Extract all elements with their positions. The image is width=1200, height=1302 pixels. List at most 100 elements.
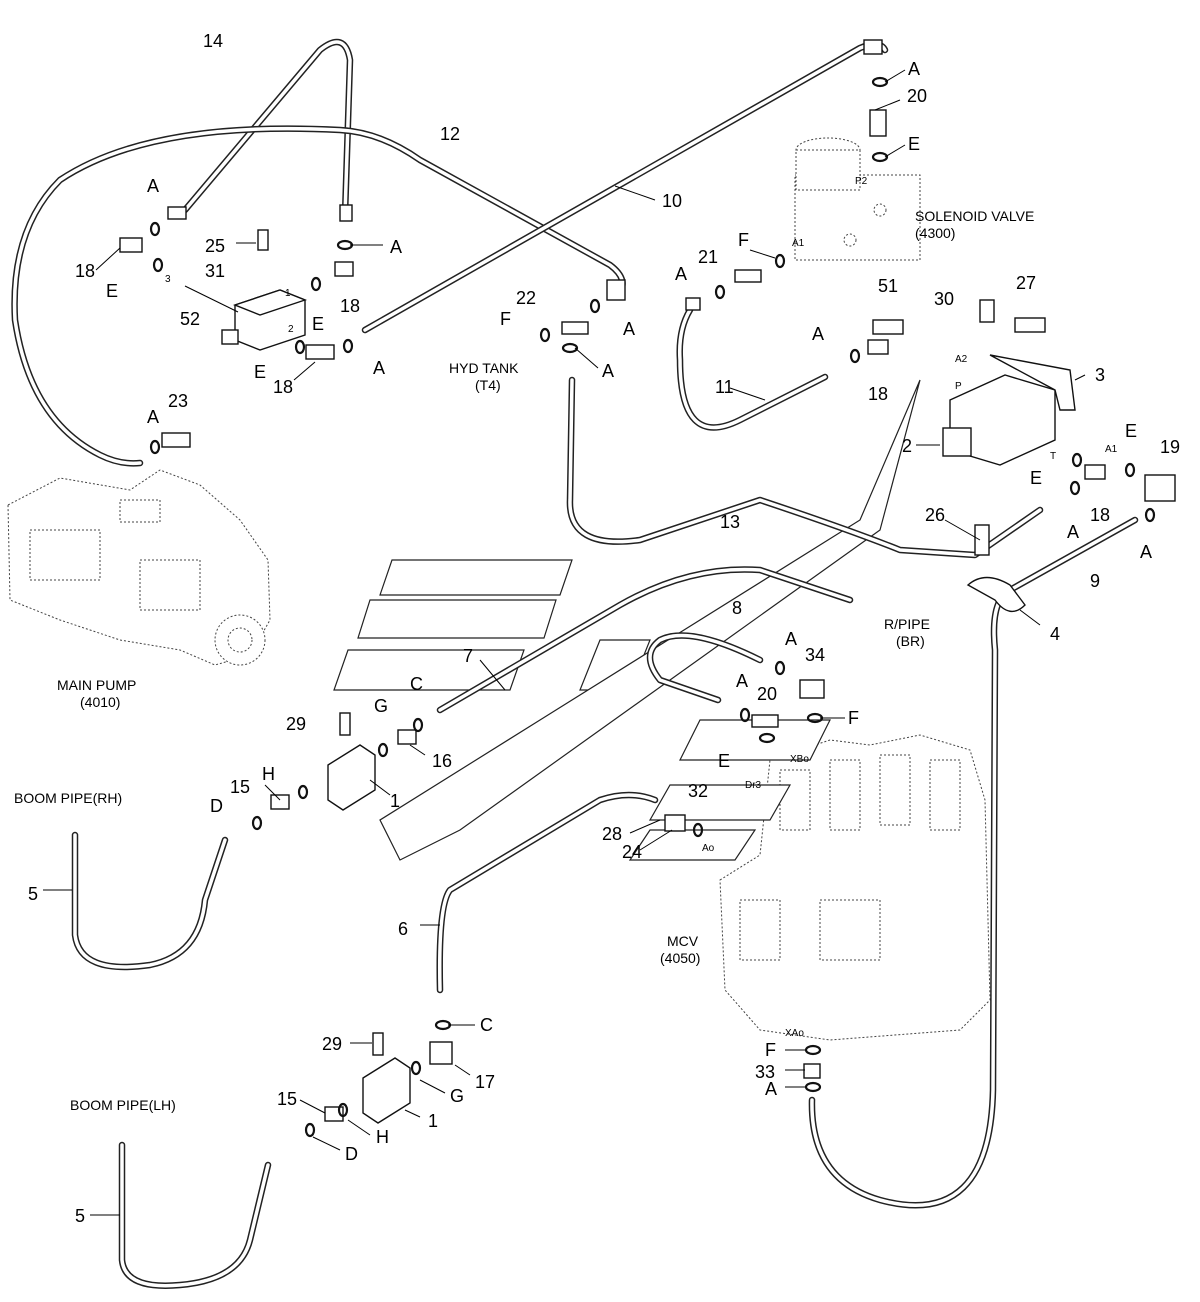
- part-27: 27: [1016, 273, 1036, 293]
- part-5a: 5: [28, 884, 38, 904]
- part-29b: 29: [322, 1034, 342, 1054]
- port-a2: A2: [955, 354, 968, 365]
- port-2: 2: [288, 324, 294, 335]
- part-8: 8: [732, 598, 742, 618]
- ring-e: E: [312, 314, 324, 334]
- clamp-4: [966, 576, 1026, 613]
- ring-e: E: [908, 134, 920, 154]
- ring-g: G: [450, 1086, 464, 1106]
- port-p: P: [955, 381, 962, 392]
- main-pump-label: MAIN PUMP: [57, 677, 136, 693]
- port-xao: XAo: [785, 1028, 804, 1039]
- port-a1b: A1: [1105, 444, 1118, 455]
- component-names: SOLENOID VALVE (4300) HYD TANK (T4) MAIN…: [14, 208, 1034, 1113]
- part-12: 12: [440, 124, 460, 144]
- part-3: 3: [1095, 365, 1105, 385]
- part-33: 33: [755, 1062, 775, 1082]
- part-28: 28: [602, 824, 622, 844]
- ring-a: A: [602, 361, 614, 381]
- ring-a: A: [785, 629, 797, 649]
- part-32: 32: [688, 781, 708, 801]
- ring-e: E: [254, 362, 266, 382]
- ring-e: E: [1030, 468, 1042, 488]
- ring-a: A: [736, 671, 748, 691]
- port-xbo: XBo: [790, 754, 809, 765]
- part-24: 24: [622, 842, 642, 862]
- part-52: 52: [180, 309, 200, 329]
- part-11: 11: [715, 377, 734, 397]
- main-pump-code: (4010): [80, 694, 120, 710]
- port-p2: P2: [855, 176, 868, 187]
- ring-f: F: [738, 230, 749, 250]
- part-13: 13: [720, 512, 740, 532]
- r-pipe-code: (BR): [896, 633, 925, 649]
- part-20b: 20: [757, 684, 777, 704]
- mcv-label: MCV: [667, 933, 699, 949]
- part-19: 19: [1160, 437, 1180, 457]
- port-a1: A1: [792, 238, 805, 249]
- port-1: 1: [285, 288, 291, 299]
- part-9: 9: [1090, 571, 1100, 591]
- hoses: [11, 38, 1139, 1289]
- small-fittings: [119, 39, 1176, 1122]
- part-1b: 1: [428, 1111, 438, 1131]
- part-1a: 1: [390, 791, 400, 811]
- part-10: 10: [662, 191, 682, 211]
- part-18d: 18: [868, 384, 888, 404]
- ring-a: A: [675, 264, 687, 284]
- hyd-tank-label: HYD TANK: [449, 360, 519, 376]
- o-rings: [149, 76, 1156, 1138]
- part-21: 21: [698, 247, 718, 267]
- ring-a: A: [908, 59, 920, 79]
- part-25: 25: [205, 236, 225, 256]
- port-t: T: [1050, 451, 1056, 462]
- part-numbers: 14 12 10 20 25 18 31 52 18 18 21 22 51 3…: [28, 31, 1180, 1226]
- part-5b: 5: [75, 1206, 85, 1226]
- part-18b: 18: [340, 296, 360, 316]
- part-14: 14: [203, 31, 223, 51]
- boom-pipe-lh-label: BOOM PIPE(LH): [70, 1097, 176, 1113]
- part-17: 17: [475, 1072, 495, 1092]
- part-16: 16: [432, 751, 452, 771]
- ring-a: A: [147, 176, 159, 196]
- ring-c: C: [480, 1015, 493, 1035]
- part-18a: 18: [75, 261, 95, 281]
- ring-a: A: [390, 237, 402, 257]
- leader-lines: [43, 69, 1086, 1216]
- block-1b: [362, 1057, 411, 1124]
- part-29a: 29: [286, 714, 306, 734]
- ring-f: F: [848, 708, 859, 728]
- solenoid-valve-label: SOLENOID VALVE: [915, 208, 1034, 224]
- solenoid-valve: [794, 137, 921, 261]
- part-34: 34: [805, 645, 825, 665]
- part-23: 23: [168, 391, 188, 411]
- solenoid-valve-code: (4300): [915, 225, 955, 241]
- ring-f: F: [765, 1040, 776, 1060]
- ring-c: C: [410, 674, 423, 694]
- part-20a: 20: [907, 86, 927, 106]
- part-18e: 18: [1090, 505, 1110, 525]
- ring-a: A: [373, 358, 385, 378]
- part-22: 22: [516, 288, 536, 308]
- mcv: [719, 734, 991, 1041]
- part-51: 51: [878, 276, 898, 296]
- port-labels: 1 2 3 P2 A1 A2 P T A1 XBo Dr3 Ao XAo: [165, 176, 1118, 1039]
- r-pipe-label: R/PIPE: [884, 616, 930, 632]
- ring-d: D: [345, 1144, 358, 1164]
- ring-e: E: [1125, 421, 1137, 441]
- main-pump: [7, 469, 271, 666]
- mcv-code: (4050): [660, 950, 700, 966]
- part-2: 2: [902, 436, 912, 456]
- ring-a: A: [1140, 542, 1152, 562]
- part-26: 26: [925, 505, 945, 525]
- block-1a: [327, 744, 376, 811]
- ring-h: H: [262, 764, 275, 784]
- part-15b: 15: [277, 1089, 297, 1109]
- valve-2: [942, 354, 1076, 466]
- part-18c: 18: [273, 377, 293, 397]
- ring-a: A: [1067, 522, 1079, 542]
- port-dr3: Dr3: [745, 780, 762, 791]
- ring-a: A: [765, 1079, 777, 1099]
